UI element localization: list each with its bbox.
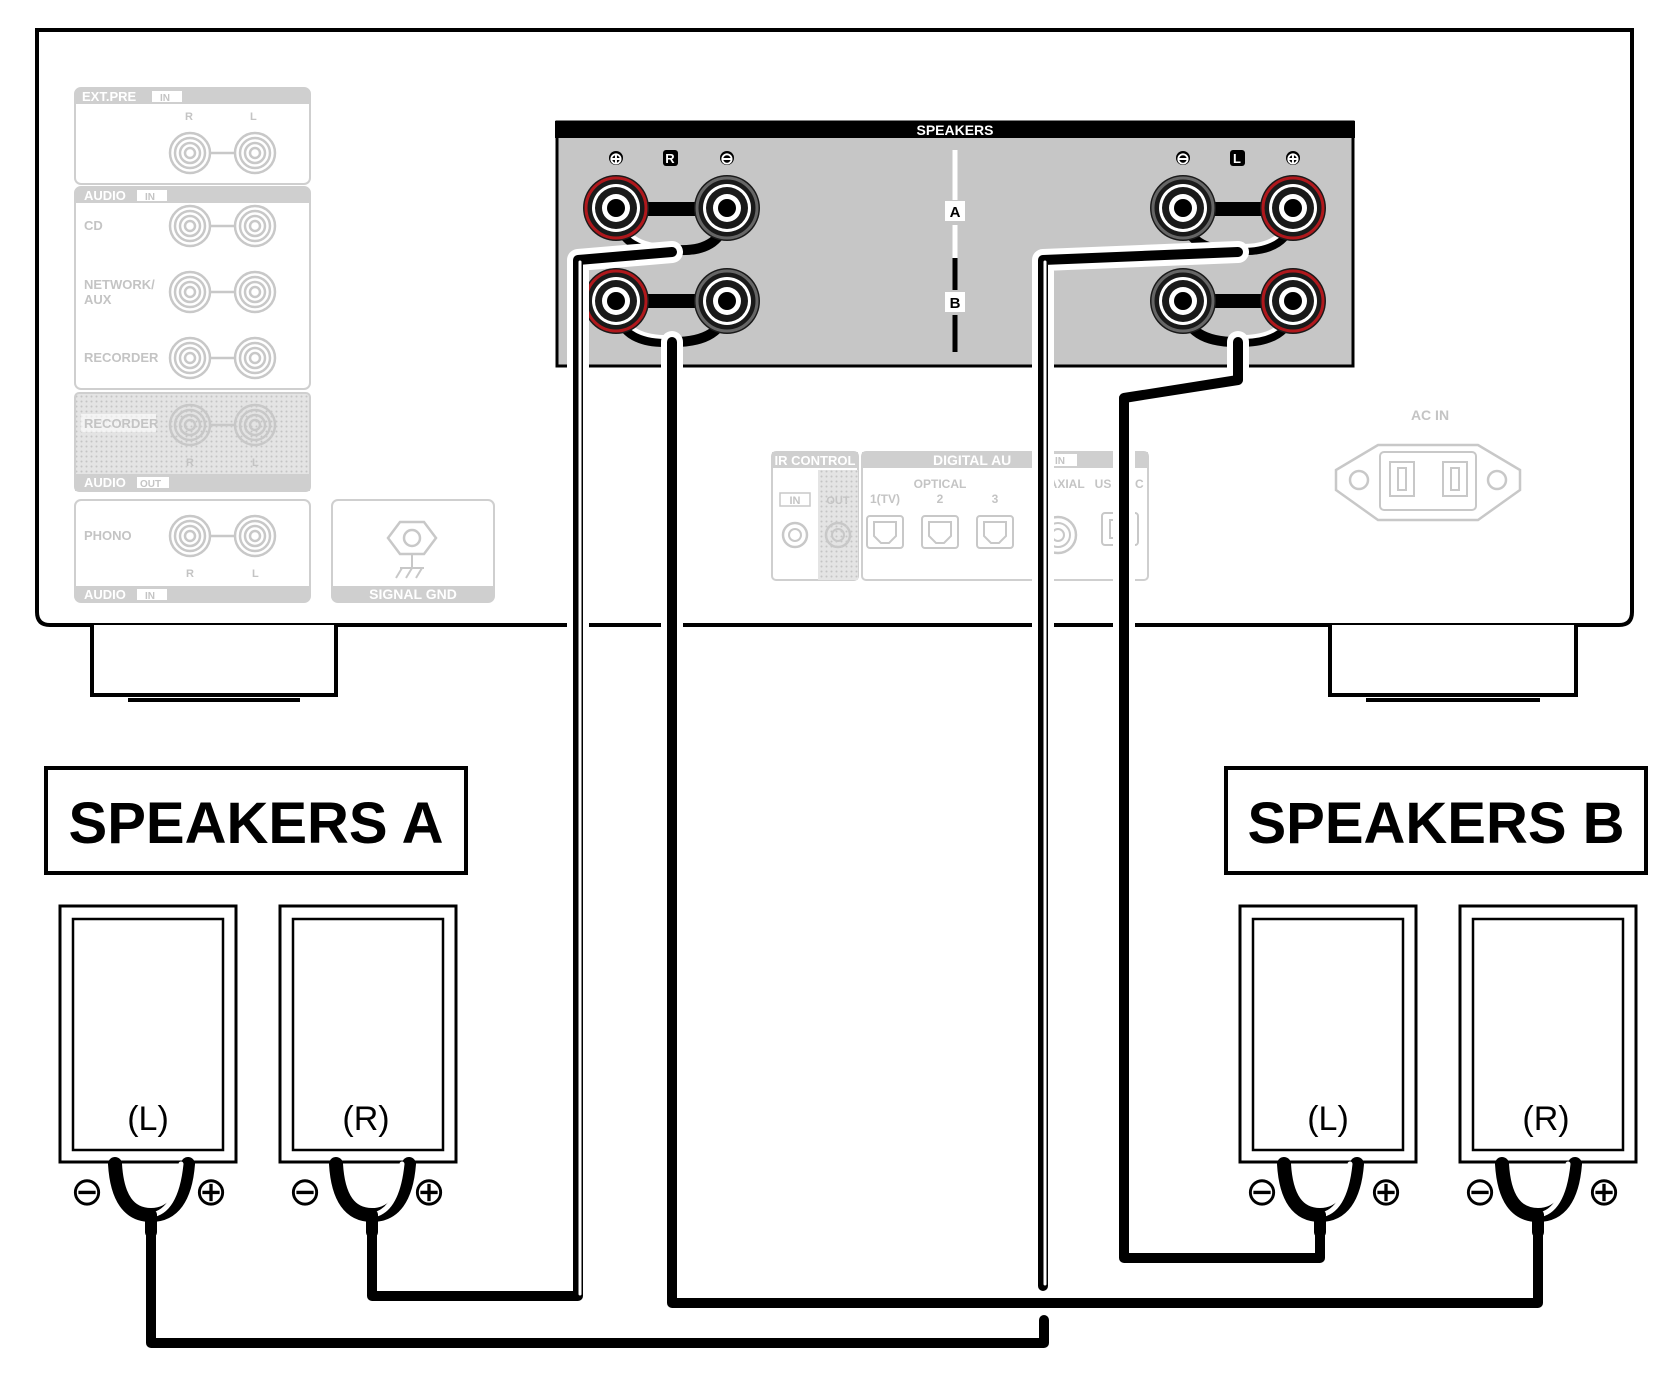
cable-a-left-upper — [1038, 247, 1243, 1291]
terminal-b-left-plus — [1258, 266, 1328, 336]
speaker-b-right-label: (R) — [1522, 1100, 1569, 1138]
ir-in-label: IN — [790, 495, 801, 507]
speaker-a-left-label: (L) — [127, 1100, 169, 1138]
speaker-a-right-label: (R) — [342, 1100, 389, 1138]
speaker-cables — [140, 241, 1549, 1354]
speaker-b-right: (R) — [1458, 904, 1638, 1164]
phono-l-mark: L — [252, 568, 259, 580]
phono-r-mark: R — [186, 568, 194, 580]
ir-control-label: IR CONTROL — [775, 453, 856, 468]
phono-in-badge: IN — [145, 591, 155, 602]
usb-label: US — [1095, 477, 1112, 491]
ac-in-label: AC IN — [1411, 407, 1449, 423]
ground-terminal-icon — [386, 520, 438, 579]
speakers-b-label: SPEAKERS B — [1247, 791, 1624, 856]
speaker-a-right-plus: ⊕ — [412, 1170, 446, 1214]
speaker-a-left-minus: ⊖ — [70, 1170, 104, 1214]
input-cd-label: CD — [84, 218, 103, 233]
speaker-b-left-minus: ⊖ — [1245, 1170, 1279, 1214]
audio-out-badge: OUT — [140, 479, 161, 490]
terminal-b-left-minus — [1148, 266, 1218, 336]
speaker-b-left-label: (L) — [1307, 1100, 1349, 1138]
speaker-input-terminals — [108, 1157, 1582, 1238]
speakers-b-group: SPEAKERS B (L) (R) — [1224, 766, 1648, 1164]
left-channel-mark: L — [1233, 151, 1241, 166]
cable-a-left-lower — [146, 1222, 1049, 1348]
phono-audio-label: AUDIO — [84, 587, 126, 602]
analog-input-panel: EXT.PRE IN R L AUDIO IN CD NETWORK/ AUX … — [74, 87, 495, 603]
digital-in-badge: IN — [1055, 456, 1065, 467]
speaker-b-right-minus: ⊖ — [1463, 1170, 1497, 1214]
ext-pre-label: EXT.PRE — [82, 89, 137, 104]
ext-pre-r-mark: R — [185, 111, 193, 123]
speaker-terminal-panel: SPEAKERS ⊕ R ⊖ ⊖ L ⊕ A B — [555, 120, 1355, 368]
terminal-b-right-minus — [692, 266, 762, 336]
optical-port-3-label: 3 — [992, 492, 999, 506]
input-aux-label: AUX — [84, 292, 112, 307]
digital-audio-label: DIGITAL AU — [933, 452, 1011, 468]
recorder-out-label: RECORDER — [84, 416, 159, 431]
terminal-a-left-minus — [1148, 173, 1218, 243]
speakers-a-label: SPEAKERS A — [69, 791, 444, 856]
digital-panel: IR CONTROL IN OUT DIGITAL AU IN OPTICAL … — [771, 451, 1149, 581]
phono-label: PHONO — [84, 528, 132, 543]
ac-inlet: AC IN — [1334, 407, 1522, 522]
selector-a-label: A — [950, 204, 961, 221]
ext-pre-l-mark: L — [250, 111, 257, 123]
recorder-out-l-mark: L — [252, 457, 259, 469]
ext-pre-in-badge: IN — [160, 93, 170, 104]
input-recorder-label: RECORDER — [84, 350, 159, 365]
speaker-b-right-plus: ⊕ — [1587, 1170, 1621, 1214]
speaker-a-right: (R) — [278, 904, 458, 1164]
ir-out-label: OUT — [826, 495, 850, 507]
audio-out-label: AUDIO — [84, 475, 126, 490]
terminal-a-right-plus — [581, 173, 651, 243]
speaker-b-left-plus: ⊕ — [1369, 1170, 1403, 1214]
terminal-a-right-minus — [692, 173, 762, 243]
speaker-a-right-minus: ⊖ — [288, 1170, 322, 1214]
cable-a-right — [367, 247, 677, 1301]
speakers-a-group: SPEAKERS A (L) (R) — [44, 766, 468, 1164]
polarity-symbols: ⊖ ⊕ ⊖ ⊕ ⊖ ⊕ ⊖ ⊕ — [70, 1170, 1621, 1214]
cable-b-right — [667, 337, 1543, 1308]
signal-gnd-label: SIGNAL GND — [369, 586, 457, 602]
speaker-a-left-plus: ⊕ — [194, 1170, 228, 1214]
audio-in-badge: IN — [145, 192, 155, 203]
optical-port-icons — [866, 515, 1014, 549]
terminal-a-left-plus — [1258, 173, 1328, 243]
cable-b-left — [1119, 337, 1325, 1263]
left-minus-mark: ⊖ — [1176, 151, 1189, 168]
terminal-b-right-plus — [581, 266, 651, 336]
right-plus-mark: ⊕ — [609, 151, 622, 168]
input-network-label: NETWORK/ — [84, 277, 155, 292]
optical-port-2-label: 2 — [937, 492, 944, 506]
right-channel-mark: R — [665, 151, 675, 166]
speaker-a-left: (L) — [58, 904, 238, 1164]
left-plus-mark: ⊕ — [1286, 151, 1299, 168]
speakers-terminal-title: SPEAKERS — [916, 122, 993, 138]
selector-b-label: B — [950, 295, 961, 312]
recorder-out-r-mark: R — [186, 457, 194, 469]
speaker-b-left: (L) — [1238, 904, 1418, 1164]
optical-port-1-label: 1(TV) — [870, 492, 900, 506]
right-minus-mark: ⊖ — [720, 151, 733, 168]
audio-in-label: AUDIO — [84, 188, 126, 203]
optical-label: OPTICAL — [914, 477, 967, 491]
